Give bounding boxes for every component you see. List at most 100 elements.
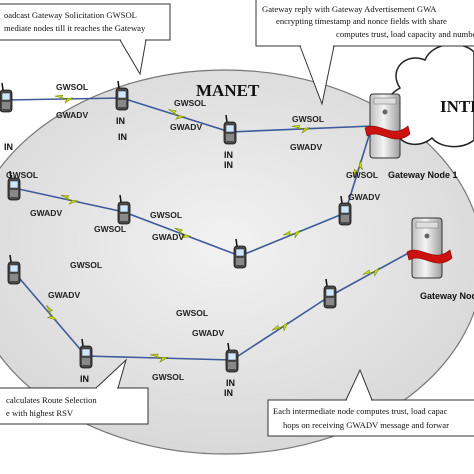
phone-screen	[81, 348, 91, 357]
link-label-solicitation: GWSOL	[346, 170, 378, 180]
callout-top-right-line-3: computes trust, load capacity and number	[336, 29, 474, 39]
phone-keypad	[228, 362, 236, 369]
phone-keypad	[118, 100, 126, 107]
phone-screen	[119, 204, 129, 213]
signal-bolt	[168, 109, 185, 120]
intermediate-node	[323, 278, 337, 309]
intermediate-node: IN	[115, 80, 129, 126]
callout-bottom-left: calculates Route Selection e with highes…	[0, 358, 149, 425]
antenna-icon	[9, 254, 12, 263]
phone-keypad	[10, 190, 18, 197]
signal-bolt	[46, 305, 57, 321]
node-label: IN	[226, 378, 235, 388]
antenna-icon	[227, 342, 230, 351]
callout-bottom-left-line-1: calculates Route Selection	[6, 395, 97, 405]
phone-keypad	[120, 214, 128, 221]
phone-keypad	[10, 274, 18, 281]
intermediate-node	[7, 254, 21, 285]
phone-screen	[9, 180, 19, 189]
link-label-advertisement: GWADV	[152, 232, 184, 242]
link-label-advertisement: GWADV	[30, 208, 62, 218]
intermediate-node: IN	[223, 114, 237, 160]
gateway-1-label: Gateway Node 1	[388, 170, 458, 180]
callout-bottom-right-line-2: hops on receiving GWADV message and forw…	[283, 420, 449, 430]
link-labels-layer: GWSOL GWADV GWSOL GWADV GWSOL GWADV GWSOL GWADV…	[6, 82, 380, 382]
link-label-solicitation: GWSOL	[152, 372, 184, 382]
link-label-solicitation: GWSOL	[150, 210, 182, 220]
signal-bolt	[362, 267, 380, 277]
phone-keypad	[82, 358, 90, 365]
phone-screen	[117, 90, 127, 99]
gateway-node-1: Gateway Node 1	[364, 93, 458, 180]
antenna-icon	[81, 338, 84, 347]
node-label: IN	[118, 132, 127, 142]
internet-label: INTE	[440, 97, 474, 116]
link-label-solicitation: GWSOL	[56, 82, 88, 92]
signal-bolt	[352, 160, 364, 178]
antenna-icon	[119, 194, 122, 203]
phone-screen	[1, 92, 11, 101]
phone-screen	[227, 352, 237, 361]
link-label-advertisement: GWADV	[348, 192, 380, 202]
callout-top-left-line-1: oadcast Gateway Solicitation GWSOL	[4, 10, 137, 20]
link-label-advertisement: GWADV	[48, 290, 80, 300]
intermediate-node	[0, 82, 13, 113]
antenna-icon	[340, 195, 343, 204]
callout-bottom-right: Each intermediate node computes trust, l…	[267, 368, 474, 437]
antenna-icon	[225, 114, 228, 123]
link-label-advertisement: GWADV	[56, 110, 88, 120]
phone-screen	[325, 288, 335, 297]
link-label-advertisement: GWADV	[290, 142, 322, 152]
phone-keypad	[341, 215, 349, 222]
intermediate-node	[117, 194, 131, 225]
internet-cloud: INTE	[383, 43, 474, 148]
link-label-advertisement: GWADV	[170, 122, 202, 132]
phone-keypad	[2, 102, 10, 109]
phone-keypad	[226, 134, 234, 141]
antenna-icon	[9, 170, 12, 179]
antenna-icon	[325, 278, 328, 287]
node-label: IN	[224, 160, 233, 170]
signal-bolt	[282, 229, 301, 239]
link-label-solicitation: GWSOL	[292, 114, 324, 124]
gateway-node-2: Gateway Nod	[406, 217, 474, 301]
callout-top-right-line-1: Gateway reply with Gateway Advertisement…	[262, 4, 437, 14]
callout-top-right: Gateway reply with Gateway Advertisement…	[255, 0, 474, 106]
signal-bolt	[60, 194, 79, 205]
callout-bottom-left-line-2: e with highest RSV	[6, 408, 74, 418]
node-label: IN	[224, 388, 233, 398]
intermediate-node	[233, 238, 247, 269]
antenna-icon	[235, 238, 238, 247]
signal-bolt	[150, 353, 169, 363]
phone-keypad	[326, 298, 334, 305]
intermediate-node	[338, 195, 352, 226]
intermediate-node: IN	[79, 338, 93, 384]
signal-bolt	[271, 322, 289, 332]
node-label: IN	[80, 374, 89, 384]
phone-screen	[9, 264, 19, 273]
signal-bolt	[291, 124, 311, 134]
phone-screen	[225, 124, 235, 133]
node-label: IN	[116, 116, 125, 126]
link-label-solicitation: GWSOL	[174, 98, 206, 108]
manet-label: MANET	[196, 81, 260, 100]
link-label-solicitation: GWSOL	[70, 260, 102, 270]
signal-bolt	[54, 94, 74, 104]
phone-screen	[340, 205, 350, 214]
signal-bolts-layer	[46, 94, 380, 363]
link-label-solicitation: GWSOL	[176, 308, 208, 318]
signal-bolt	[174, 227, 191, 239]
node-label: IN	[4, 142, 13, 152]
callout-top-left-line-2: mediate nodes till it reaches the Gatewa…	[4, 23, 146, 33]
link-label-solicitation: GWSOL	[6, 170, 38, 180]
link-label-solicitation: GWSOL	[94, 224, 126, 234]
callout-bottom-right-line-1: Each intermediate node computes trust, l…	[273, 406, 448, 416]
intermediate-node: IN	[225, 342, 239, 388]
intermediate-node	[7, 170, 21, 201]
antenna-icon	[1, 82, 4, 91]
callout-top-left: oadcast Gateway Solicitation GWSOL media…	[0, 3, 171, 76]
gateway-2-label: Gateway Nod	[420, 291, 474, 301]
antenna-icon	[117, 80, 120, 89]
node-label: IN	[224, 150, 233, 160]
